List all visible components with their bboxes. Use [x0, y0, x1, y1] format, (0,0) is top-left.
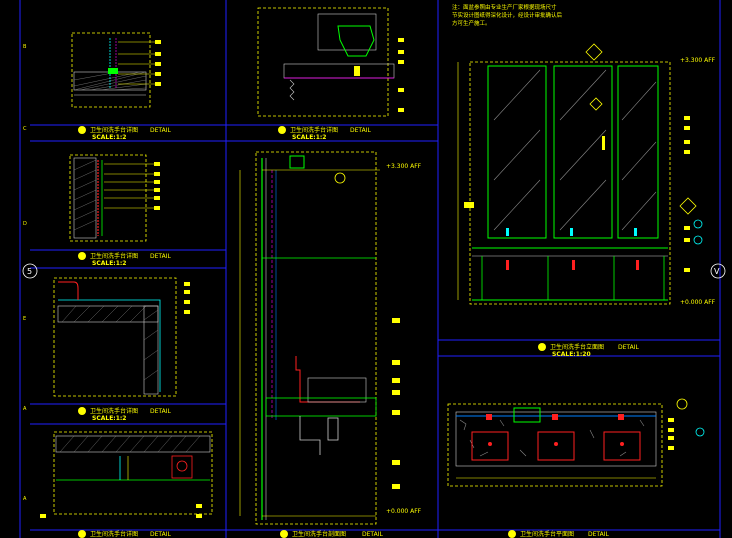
grid-letter: B — [23, 44, 27, 50]
detail-word: DETAIL — [588, 531, 609, 538]
section-drawing — [239, 151, 400, 525]
plan-drawing — [447, 398, 705, 487]
elevation-levels: +3.300 AFF +0.000 AFF — [680, 57, 716, 306]
grid-letter: A — [23, 406, 27, 412]
detail-4-title: 卫生间洗手台详图 DETAIL SCALE:1:2 — [78, 407, 171, 422]
detail-title: 卫生间洗手台详图 — [90, 252, 138, 260]
grid-letter: E — [23, 316, 26, 322]
detail-word: DETAIL — [618, 344, 639, 351]
axis-marker-left: 5 — [22, 263, 38, 279]
detail-word: DETAIL — [362, 531, 383, 538]
grid-letters: B C D E A A — [23, 44, 27, 502]
detail-scale: SCALE:1:2 — [92, 134, 126, 141]
detail-1-drawing — [71, 32, 161, 108]
elevation-top-level: +3.300 AFF — [680, 57, 716, 64]
elevation-bottom-level: +0.000 AFF — [680, 299, 716, 306]
section-title: 卫生间洗手台剖面图 DETAIL — [280, 530, 383, 538]
detail-2-drawing — [257, 7, 404, 117]
detail-word: DETAIL — [150, 127, 171, 134]
detail-5-drawing — [40, 431, 213, 518]
detail-4-drawing — [53, 277, 190, 397]
detail-title: 卫生间洗手台平面图 — [520, 530, 574, 538]
detail-title: 卫生间洗手台详图 — [90, 126, 138, 134]
detail-2-title: 卫生间洗手台详图 DETAIL SCALE:1:2 — [278, 126, 371, 141]
detail-5-title: 卫生间洗手台详图 DETAIL — [78, 530, 171, 538]
note-line: 方可生产施工。 — [452, 19, 491, 27]
svg-text:V: V — [714, 267, 720, 276]
detail-3-drawing — [69, 154, 160, 242]
axis-marker-right: V — [710, 263, 726, 279]
detail-word: DETAIL — [150, 531, 171, 538]
elevation-drawing — [457, 43, 703, 305]
grid-letter: C — [23, 126, 27, 132]
detail-title: 卫生间洗手台详图 — [290, 126, 338, 134]
detail-word: DETAIL — [150, 408, 171, 415]
grid-letter: A — [23, 496, 27, 502]
detail-title: 卫生间洗手台详图 — [90, 407, 138, 415]
note-line: 注：面盆参照由专业生产厂家根据现场尺寸 — [452, 3, 557, 11]
detail-scale: SCALE:1:2 — [92, 415, 126, 422]
section-top-level: +3.300 AFF — [386, 163, 422, 170]
detail-3-title: 卫生间洗手台详图 DETAIL SCALE:1:2 — [78, 252, 171, 267]
detail-1-title: 卫生间洗手台详图 DETAIL SCALE:1:2 — [78, 126, 171, 141]
detail-scale: SCALE:1:2 — [292, 134, 326, 141]
detail-word: DETAIL — [150, 253, 171, 260]
detail-title: 卫生间洗手台立面图 — [550, 343, 604, 351]
panel-frames — [19, 0, 721, 538]
detail-title: 卫生间洗手台详图 — [90, 530, 138, 538]
svg-text:5: 5 — [27, 267, 32, 276]
plan-title: 卫生间洗手台平面图 DETAIL — [508, 530, 609, 538]
detail-scale: SCALE:1:2 — [92, 260, 126, 267]
grid-letter: D — [23, 221, 27, 227]
detail-scale: SCALE:1:20 — [552, 351, 591, 358]
note-line: 节实设计图纸得深化设计，经设计审批确认后 — [452, 11, 563, 19]
section-bottom-level: +0.000 AFF — [386, 508, 422, 515]
section-levels: +3.300 AFF +0.000 AFF — [386, 163, 422, 515]
elevation-title: 卫生间洗手台立面图 DETAIL SCALE:1:20 — [538, 343, 639, 358]
detail-title: 卫生间洗手台剖面图 — [292, 530, 346, 538]
detail-word: DETAIL — [350, 127, 371, 134]
general-note: 注：面盆参照由专业生产厂家根据现场尺寸 节实设计图纸得深化设计，经设计审批确认后… — [452, 3, 563, 27]
